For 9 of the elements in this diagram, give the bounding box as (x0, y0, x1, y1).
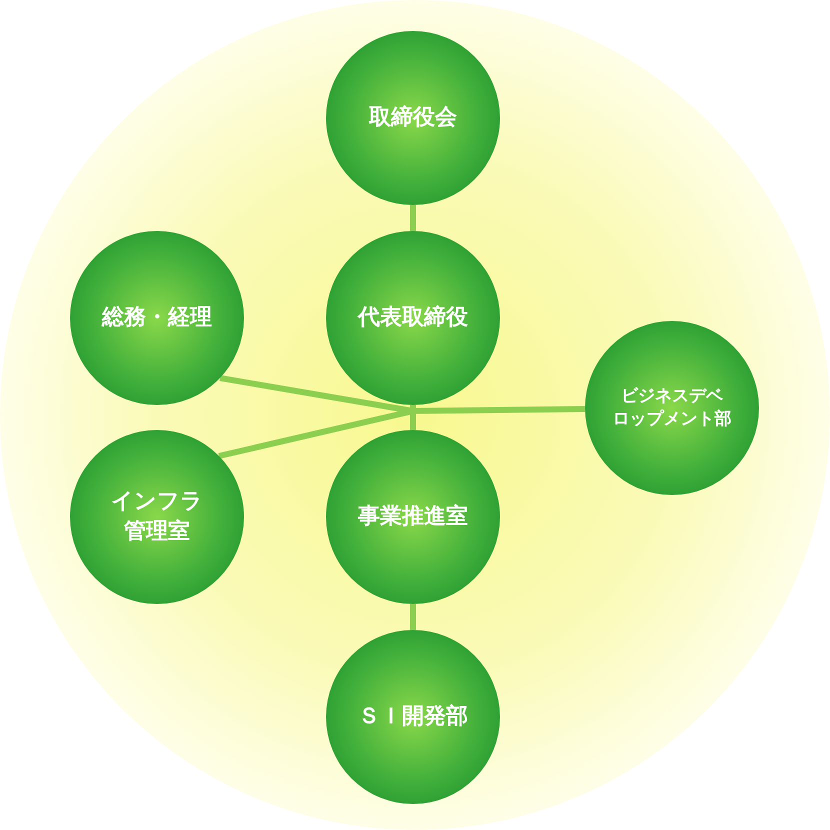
connector-line (410, 205, 416, 231)
department-name: 取締役会 (369, 104, 457, 132)
connector-line (410, 604, 416, 630)
department-name: ビジネスデベロップメント部 (612, 385, 732, 431)
department-name: インフラ管理室 (111, 488, 203, 546)
department-name: 事業推進室 (358, 502, 468, 532)
department-name: 総務・経理 (102, 304, 212, 332)
department-name: ＳＩ開発部 (358, 703, 468, 732)
department-name: 代表取締役 (358, 304, 468, 332)
